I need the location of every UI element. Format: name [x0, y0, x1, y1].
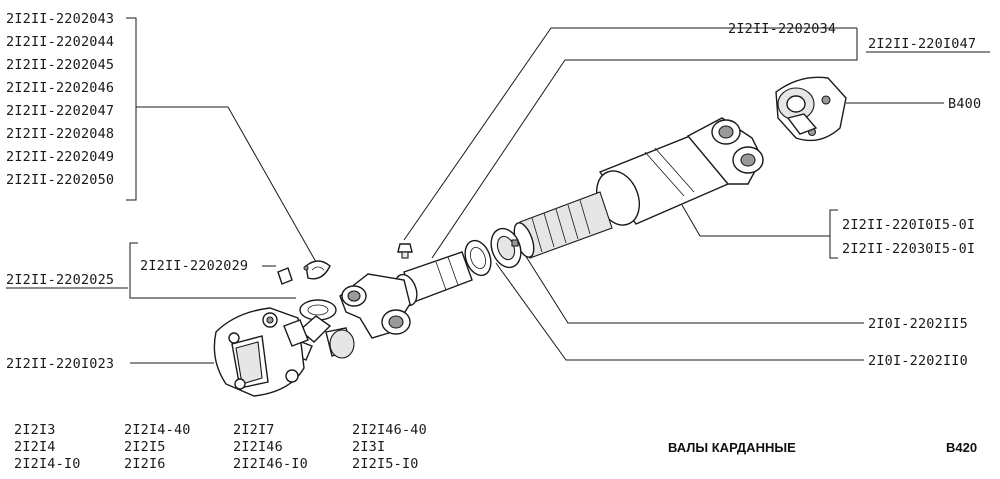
code-label: 2I2II-2202047 [6, 103, 114, 119]
slip-yoke-shaft [339, 251, 473, 339]
model-code: 2I2I6 [124, 456, 166, 472]
diagram-title: ВАЛЫ КАРДАННЫЕ [668, 440, 796, 455]
rear-flange-assembly [775, 76, 847, 142]
model-code: 2I2I7 [233, 422, 275, 438]
left-column-codes: 2I2II-2202043 2I2II-2202044 2I2II-220204… [6, 11, 114, 188]
callout-labels: 2I2II-2202034 2I2II-220I047 B400 2I2II-2… [6, 21, 981, 372]
grease-fitting [397, 243, 413, 259]
code-label: 2I2II-2202045 [6, 57, 114, 73]
callout-shaft-a: 2I2II-220I0I5-0I [842, 217, 975, 233]
callout-clip: 2I2II-2202029 [140, 258, 248, 274]
code-label: 2I2II-2202046 [6, 80, 114, 96]
model-code: 2I3I [352, 439, 385, 455]
model-code: 2I2I46 [233, 439, 283, 455]
code-label: 2I2II-2202050 [6, 172, 114, 188]
code-label: 2I2II-2202049 [6, 149, 114, 165]
page-code: B420 [946, 440, 977, 455]
model-code: 2I2I4-I0 [14, 456, 81, 472]
seal-rings [464, 227, 522, 277]
code-label: 2I2II-2202043 [6, 11, 114, 27]
clip-ring [303, 260, 331, 280]
callout-grease-fitting: 2I2II-2202034 [728, 21, 836, 37]
model-code: 2I2I3 [14, 422, 56, 438]
model-code: 2I2I4 [14, 439, 56, 455]
callout-cross-kit: 2I2II-2202025 [6, 272, 114, 288]
model-code: 2I2I4-40 [124, 422, 191, 438]
rear-yoke [686, 117, 764, 185]
leader-lines [6, 17, 990, 364]
callout-seal-cap: 2I0I-2202II0 [868, 353, 968, 369]
callout-seal-ring: 2I0I-2202II5 [868, 316, 968, 332]
code-label: 2I2II-2202048 [6, 126, 114, 142]
driveshaft-tube [513, 135, 730, 259]
callout-front-flange: 2I2II-220I023 [6, 356, 114, 372]
model-code: 2I2I46-40 [352, 422, 427, 438]
callout-cv-flange: 2I2II-220I047 [868, 36, 976, 52]
universal-joint-cross [277, 267, 355, 361]
model-list: 2I2I3 2I2I4 2I2I4-I0 2I2I4-40 2I2I5 2I2I… [14, 422, 427, 472]
model-code: 2I2I46-I0 [233, 456, 308, 472]
callout-flange-ref: B400 [948, 96, 981, 112]
code-label: 2I2II-2202044 [6, 34, 114, 50]
front-flange [213, 307, 309, 397]
model-code: 2I2I5 [124, 439, 166, 455]
callout-shaft-b: 2I2II-22030I5-0I [842, 241, 975, 257]
model-code: 2I2I5-I0 [352, 456, 419, 472]
